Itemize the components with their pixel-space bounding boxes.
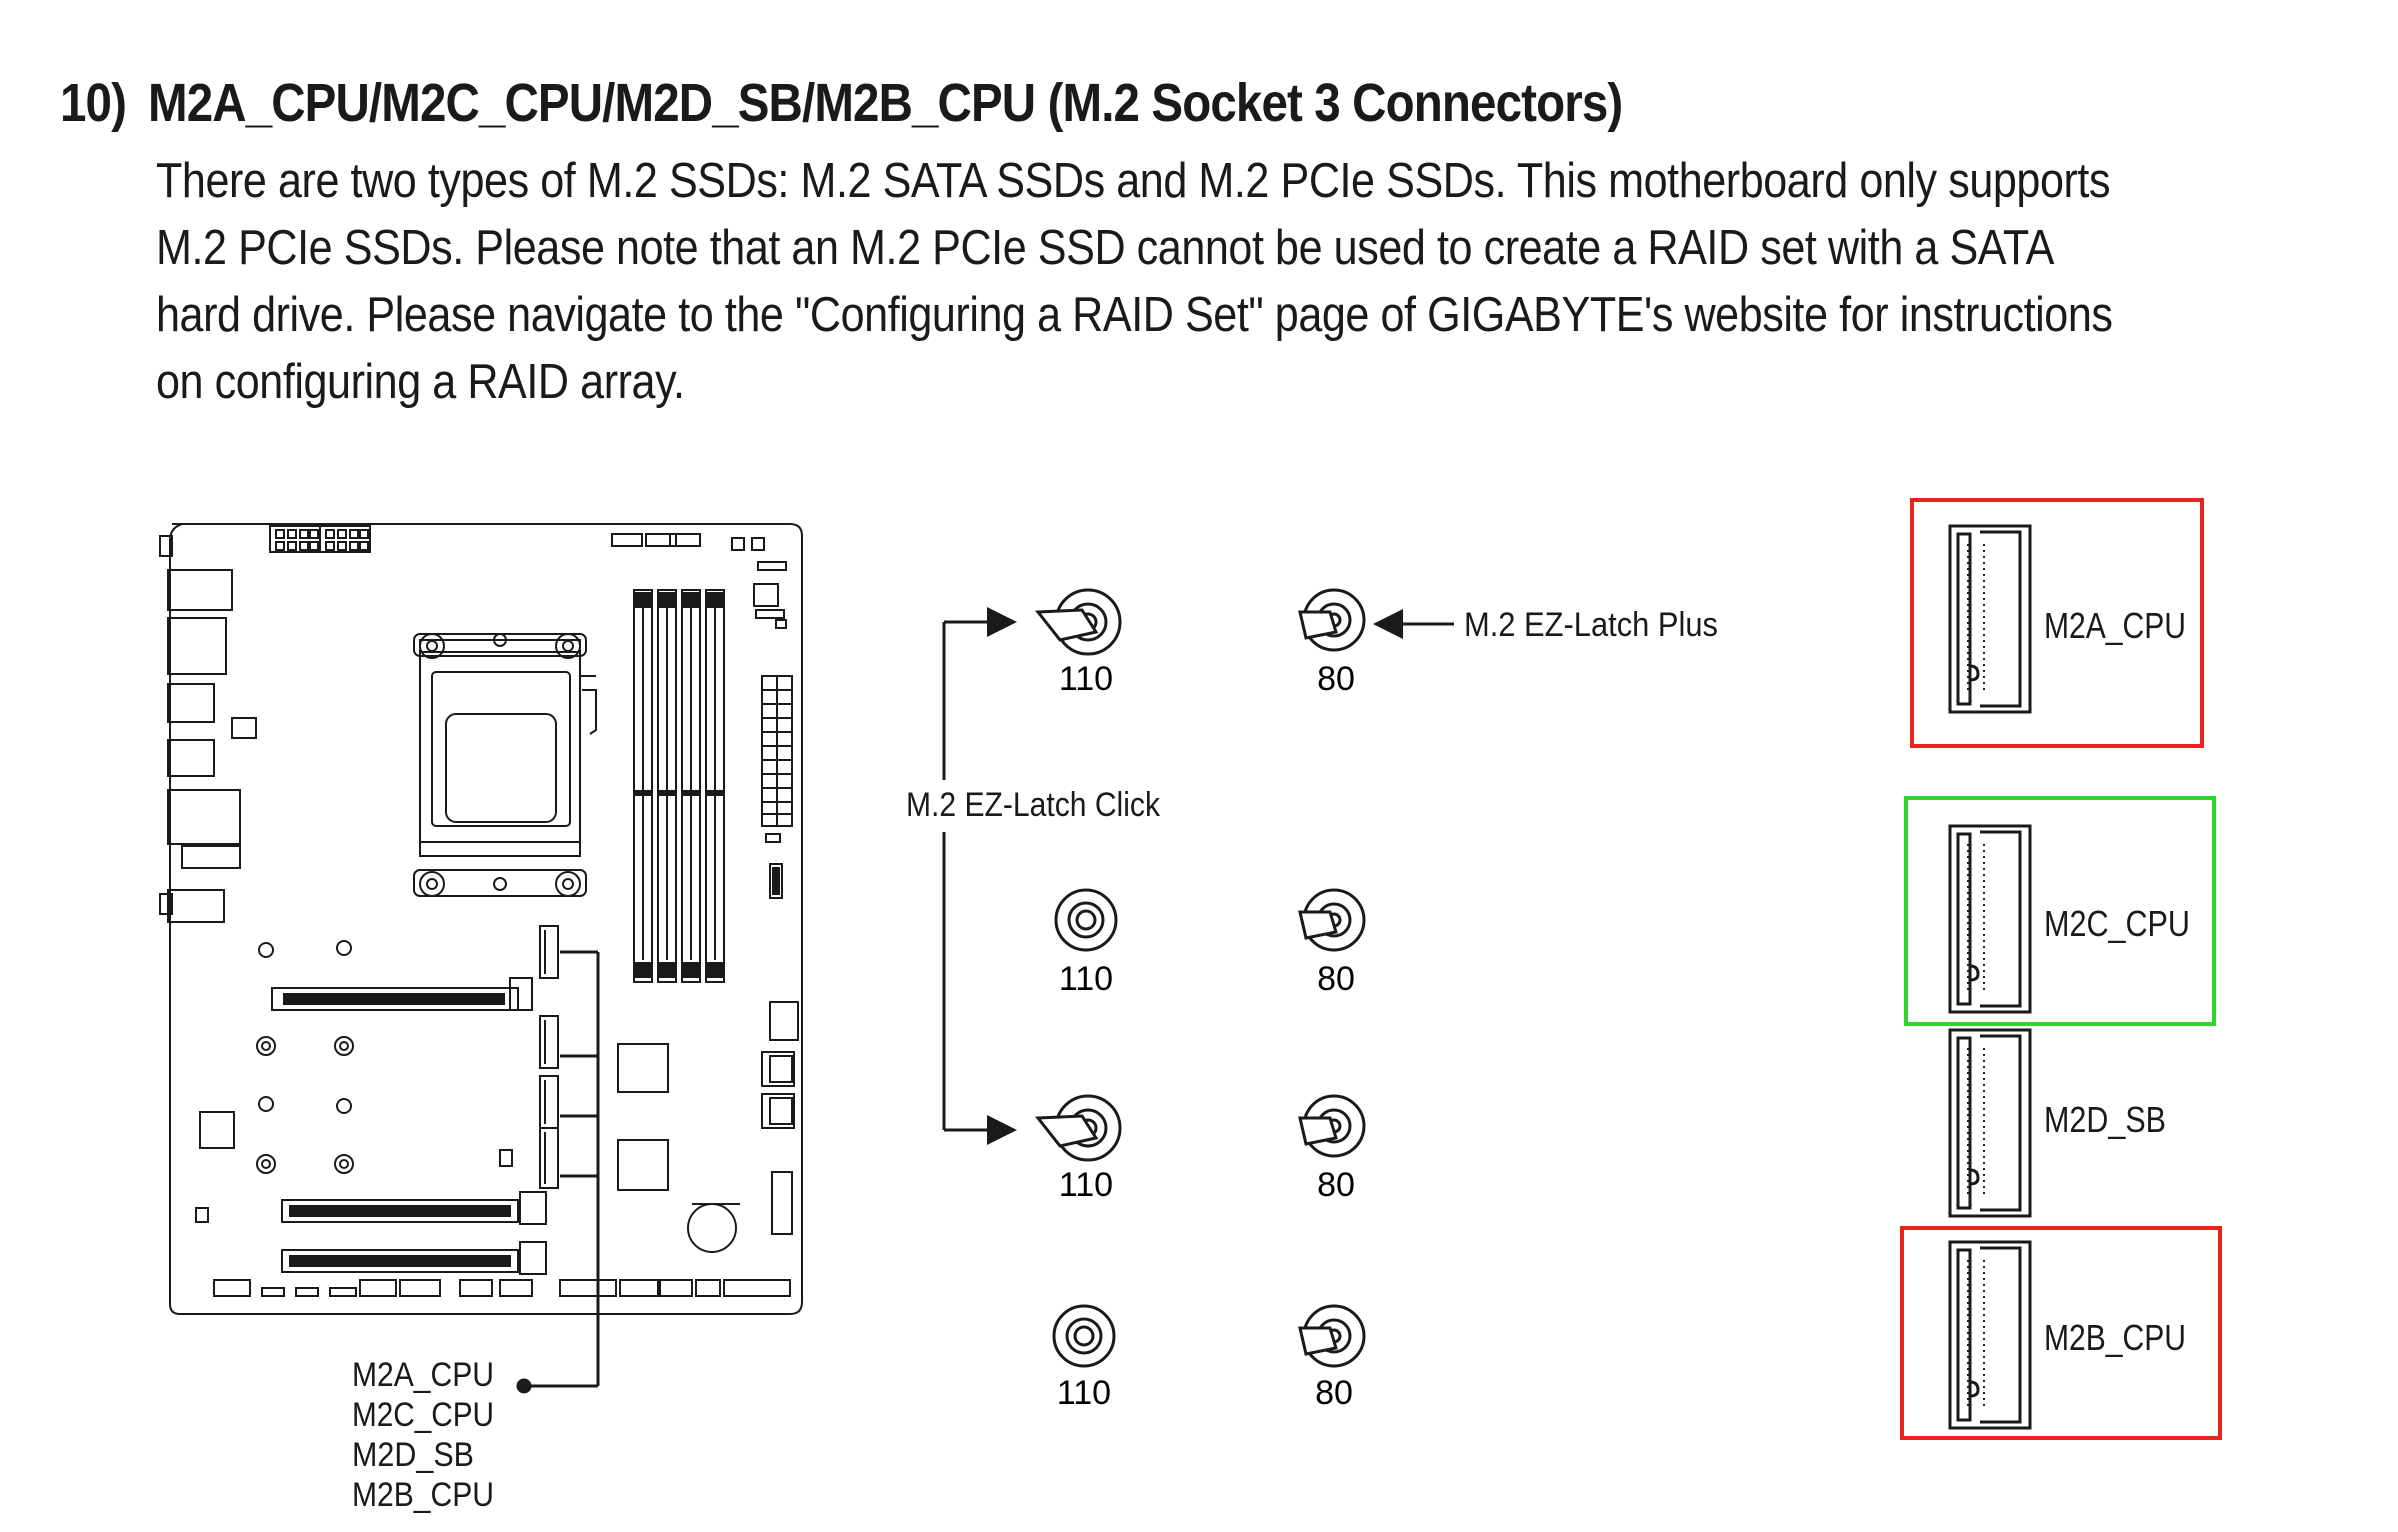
latch-size-80: 80 [1317, 960, 1355, 998]
latch-size-110: 110 [1059, 1166, 1113, 1204]
latch-size-110: 110 [1059, 660, 1113, 698]
standoff-icon [1054, 888, 1118, 952]
m2-slot-detail: M2A_CPU M2C_CPU [1900, 498, 2222, 1440]
board-callout [516, 950, 600, 1394]
latch-row-1: 110 80 [1035, 588, 1366, 698]
paragraph-line-2: M.2 PCIe SSDs. Please note that an M.2 P… [156, 221, 2054, 275]
latch-size-80: 80 [1315, 1374, 1353, 1412]
board-m2-slots [539, 925, 559, 1189]
motherboard-layout [159, 523, 803, 1315]
ez-latch-click-label: M.2 EZ-Latch Click [906, 786, 1161, 824]
paragraph-line-3: hard drive. Please navigate to the "Conf… [156, 288, 2113, 342]
slot-highlight [1910, 498, 2204, 748]
callout-label-m2a: M2A_CPU [352, 1356, 494, 1394]
m2-slot-m2a: M2A_CPU [1910, 498, 2204, 748]
latch-row-4: 110 80 [1052, 1304, 1366, 1412]
latch-plus-icon [1298, 888, 1366, 952]
m2-slot-m2d: M2D_SB [1948, 1028, 2166, 1218]
section-number: 10) [60, 73, 127, 133]
latch-row-3: 110 80 [1035, 1094, 1366, 1204]
latch-click-icon [1035, 1094, 1122, 1162]
pcie-slots [271, 977, 547, 1275]
section-heading: 10) M2A_CPU/M2C_CPU/M2D_SB/M2B_CPU (M.2 S… [60, 72, 1623, 134]
ez-latch-click-bracket [942, 607, 1017, 1145]
mounting-screws [256, 940, 354, 1174]
m2-slot-m2b: M2B_CPU [1900, 1226, 2222, 1440]
latch-click-icon [1035, 588, 1122, 656]
slot-highlight [1900, 1226, 2222, 1440]
dimm-slots [633, 589, 725, 983]
slot-label: M2C_CPU [2044, 903, 2190, 944]
callout-label-m2c: M2C_CPU [352, 1396, 494, 1434]
latch-size-80: 80 [1317, 660, 1355, 698]
cpu-socket [413, 633, 597, 897]
latch-size-110: 110 [1059, 960, 1113, 998]
slot-label: M2A_CPU [2044, 605, 2186, 646]
cpu-power-connector [269, 525, 371, 553]
atx-power-connector [761, 675, 793, 899]
board-callout-labels: M2A_CPU M2C_CPU M2D_SB M2B_CPU [352, 1356, 494, 1514]
standoff-icon [1052, 1304, 1116, 1368]
description-paragraph: There are two types of M.2 SSDs: M.2 SAT… [156, 148, 2113, 416]
section-title: M2A_CPU/M2C_CPU/M2D_SB/M2B_CPU (M.2 Sock… [148, 73, 1623, 133]
latch-plus-icon [1298, 588, 1366, 652]
paragraph-line-4: on configuring a RAID array. [156, 355, 685, 409]
slot-highlight [1904, 796, 2216, 1026]
latch-plus-icon [1298, 1094, 1366, 1158]
callout-label-m2d: M2D_SB [352, 1436, 474, 1474]
latch-size-110: 110 [1057, 1374, 1111, 1412]
slot-label: M2D_SB [2044, 1099, 2166, 1140]
bottom-headers [213, 1279, 791, 1297]
latch-size-80: 80 [1317, 1166, 1355, 1204]
callout-label-m2b: M2B_CPU [352, 1476, 494, 1514]
latch-plus-icon [1298, 1304, 1366, 1368]
slot-label: M2B_CPU [2044, 1317, 2186, 1358]
paragraph-line-1: There are two types of M.2 SSDs: M.2 SAT… [156, 154, 2111, 208]
callout-dot [516, 1378, 532, 1394]
latch-row-2: 110 80 [1054, 888, 1366, 998]
m2-slot-m2c: M2C_CPU [1904, 796, 2216, 1026]
rear-io-panel [159, 535, 257, 923]
ez-latch-plus-label: M.2 EZ-Latch Plus [1464, 606, 1718, 644]
